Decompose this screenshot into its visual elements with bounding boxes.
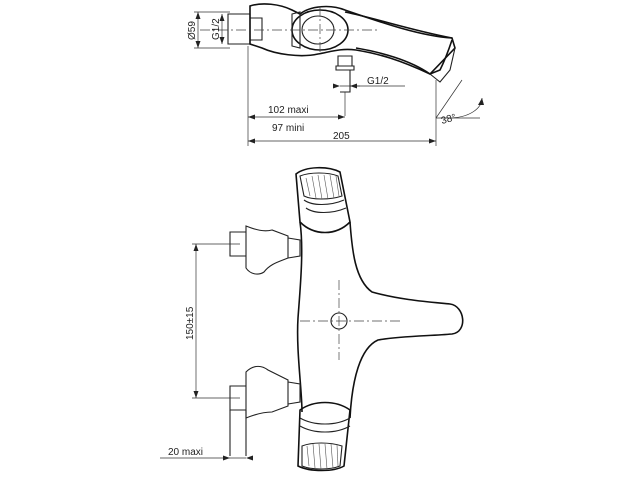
front-knob-bottom [297, 401, 351, 472]
dim-eccentric-max: 20 maxi [168, 447, 203, 458]
side-spout-tip [429, 47, 456, 83]
front-knob-bottom-grip [301, 442, 343, 470]
dim-body-diameter: Ø59 [187, 21, 198, 40]
front-knob-top [295, 166, 351, 234]
side-outlet-connector [335, 55, 355, 93]
dim-spout-angle: 38° [440, 112, 457, 127]
front-knob-bottom-hatch [306, 443, 339, 470]
dim-outlet-thread: G1/2 [367, 76, 389, 87]
side-spout [344, 11, 453, 75]
dim-overall-length: 205 [333, 131, 350, 142]
dim-depth-min: 97 mini [272, 123, 304, 134]
front-inlet-lower [229, 365, 289, 419]
side-knob-rim [291, 11, 301, 49]
dim-inlet-thread: G1/2 [211, 18, 222, 40]
side-inlet-connector [227, 13, 263, 45]
front-body [296, 221, 464, 419]
side-view: Ø59 G1/2 G1/2 102 maxi 97 mini 205 38° [187, 3, 484, 146]
front-knob-top-hatch [305, 174, 340, 200]
front-inlet-upper [229, 225, 289, 275]
front-knob-top-grip [299, 172, 343, 200]
front-view: 150±15 20 maxi [160, 166, 464, 472]
dim-inlet-spacing: 150±15 [185, 306, 196, 340]
dim-depth-max: 102 maxi [268, 105, 309, 116]
